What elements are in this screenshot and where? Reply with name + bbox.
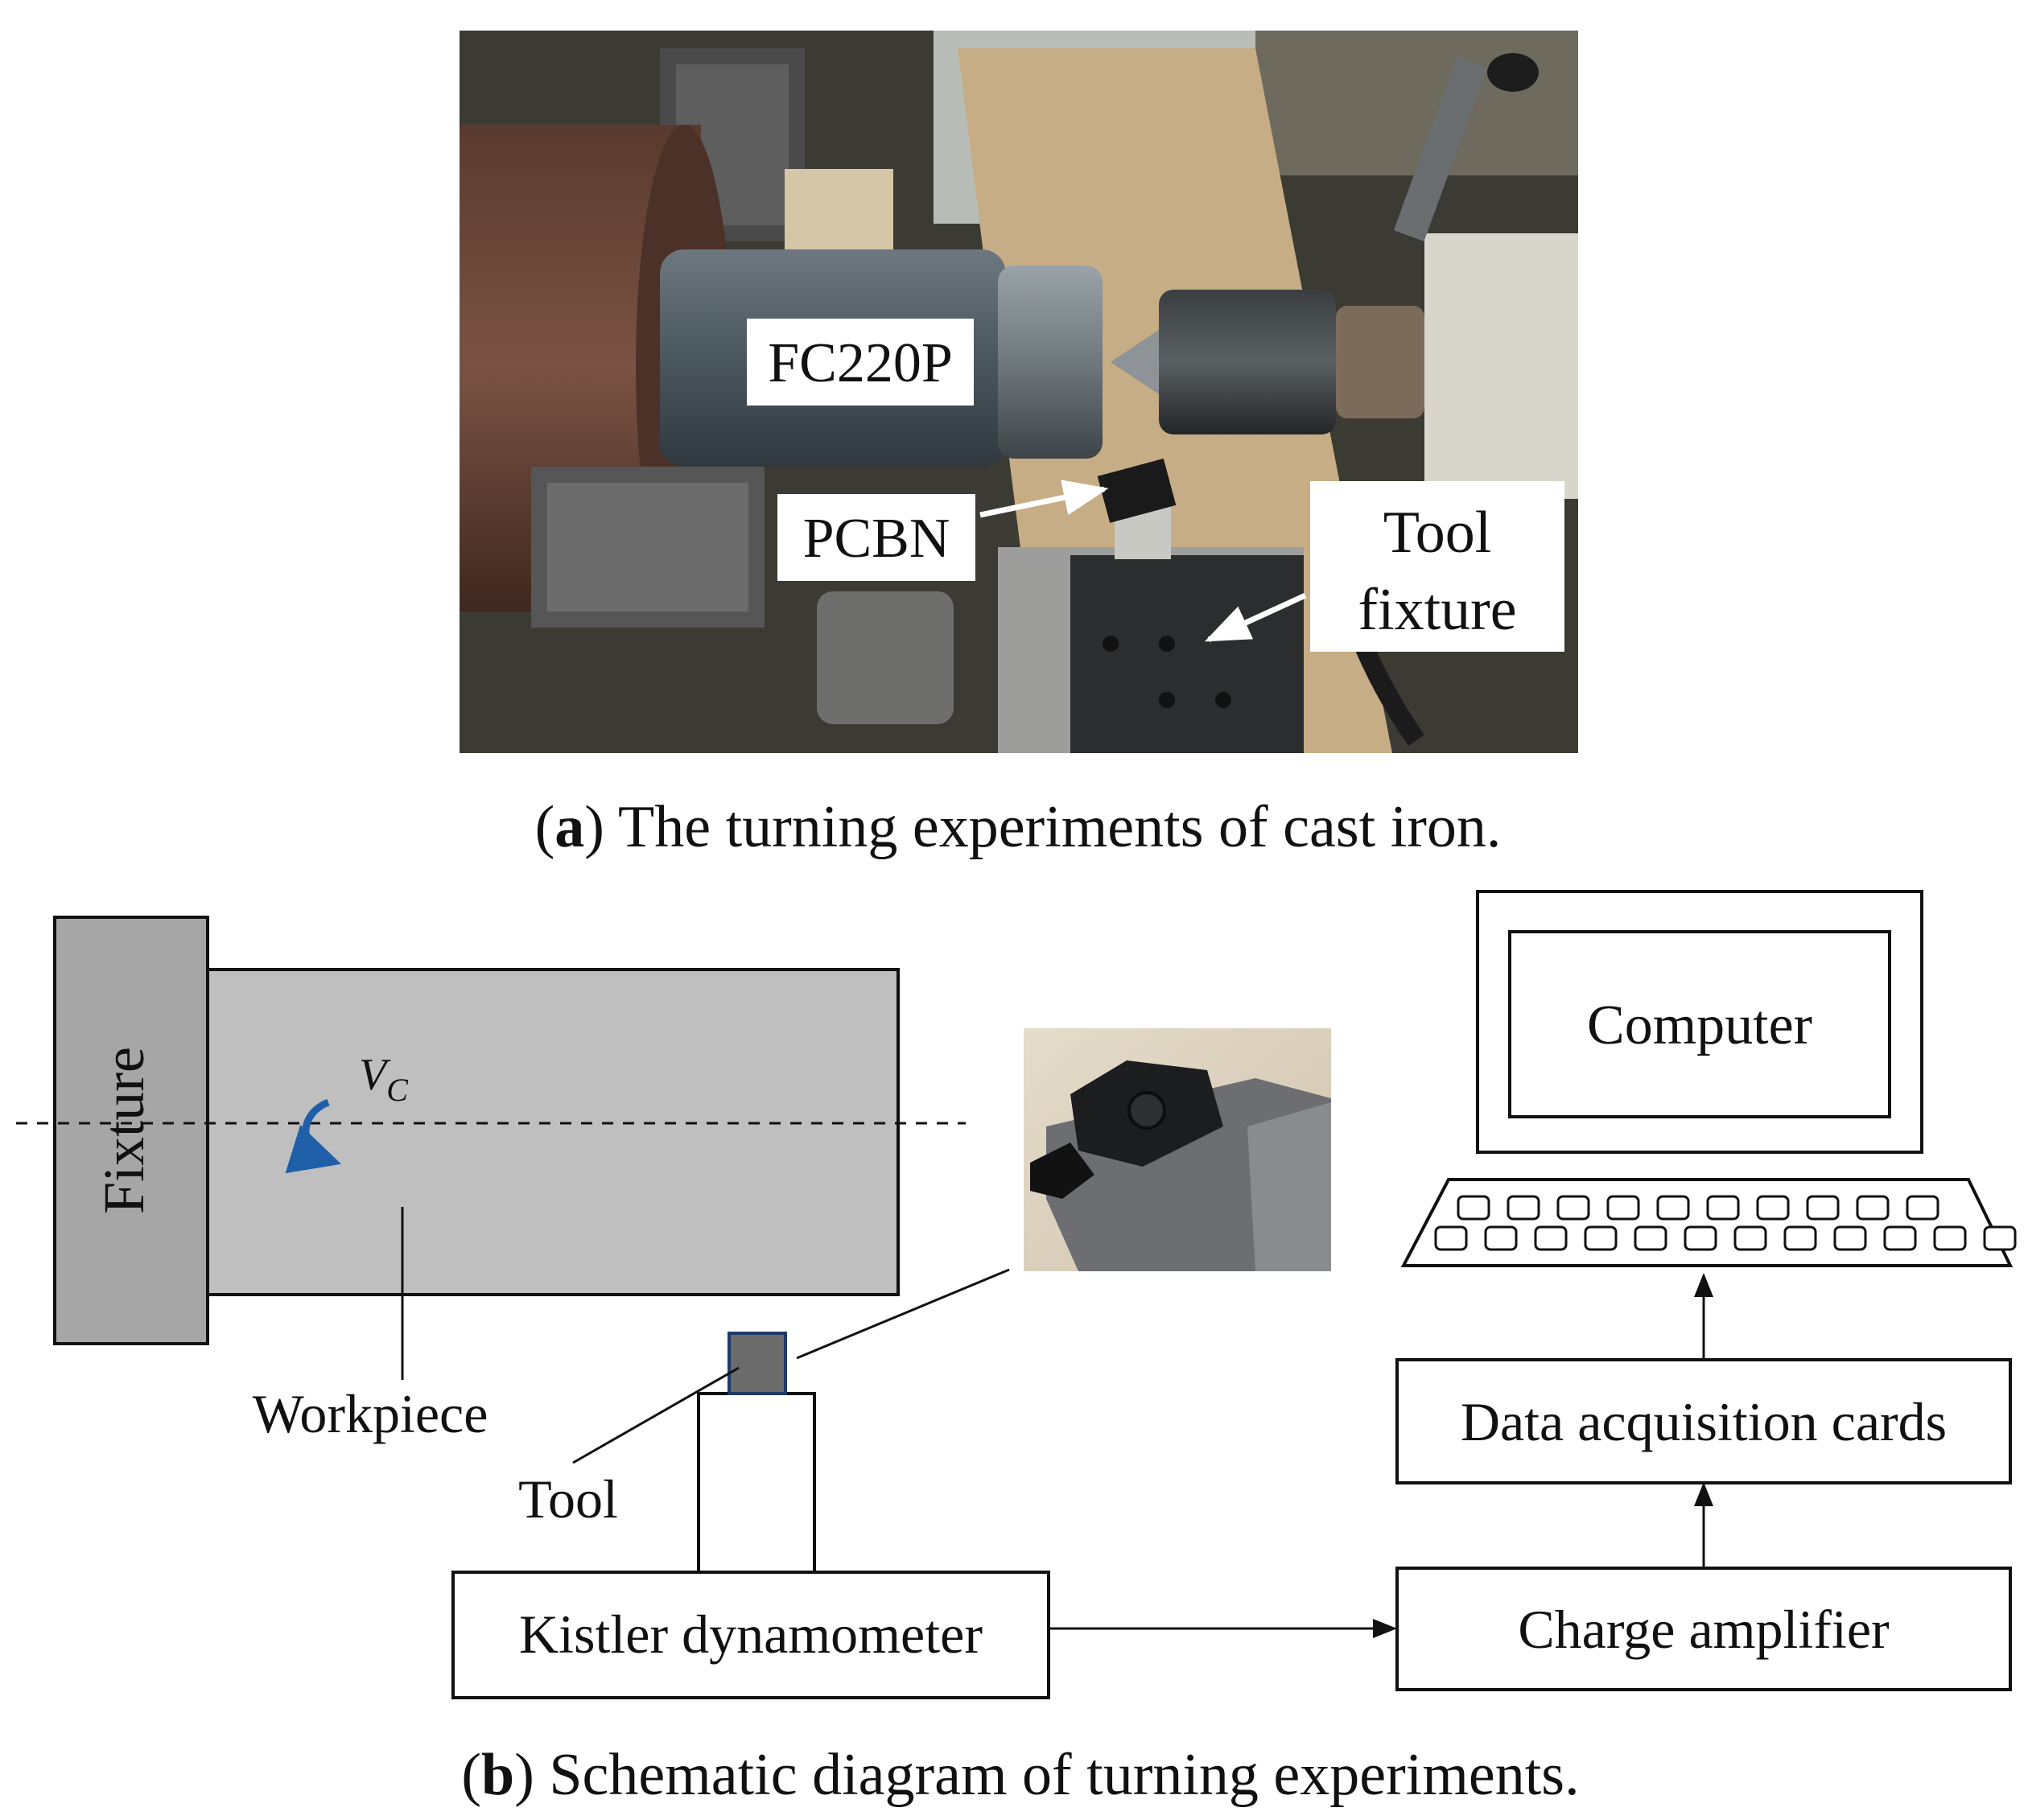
- tailstock-quill: [1159, 290, 1336, 434]
- tool-holder: [697, 1392, 816, 1574]
- tool-label: Tool: [518, 1468, 618, 1530]
- workpiece-collar: [998, 266, 1103, 459]
- workpiece-label: Workpiece: [253, 1383, 488, 1444]
- keyboard-key: [1756, 1195, 1790, 1221]
- caption-a: (a) The turning experiments of cast iron…: [535, 794, 1502, 860]
- keyboard-key: [1906, 1195, 1939, 1221]
- dynamometer-label: Kistler dynamometer: [519, 1604, 983, 1665]
- keyboard-key: [1434, 1225, 1468, 1251]
- pcbn-insert: [1097, 458, 1177, 523]
- tailstock-lever: [1393, 56, 1488, 241]
- clamp-screw: [1127, 1091, 1166, 1130]
- lower-block: [817, 591, 954, 724]
- computer-label: Computer: [1587, 994, 1812, 1056]
- keyboard-key: [1556, 1195, 1590, 1221]
- keyboard-key: [1856, 1195, 1890, 1221]
- keyboard-keys: [1434, 1195, 2017, 1251]
- machine-cover-panel-right: [1255, 31, 1578, 175]
- tool-insert: [728, 1332, 787, 1395]
- keyboard-key: [1733, 1225, 1767, 1251]
- keyboard-key: [1684, 1225, 1717, 1251]
- dynamometer-box: [451, 1571, 1050, 1699]
- fixture-bolt: [1159, 692, 1175, 708]
- label-workpiece: FC220P: [768, 332, 953, 394]
- keyboard-key: [1783, 1225, 1817, 1251]
- tool-insert-photo: [1030, 1143, 1094, 1199]
- tool-photo: [1024, 1028, 1331, 1271]
- arrow-tool: [979, 480, 1109, 518]
- keyboard-key: [1706, 1195, 1740, 1221]
- label-tool-fixture-line2: fixture: [1358, 577, 1516, 643]
- keyboard-key: [1584, 1225, 1618, 1251]
- panel-a-labels: FC220P PCBN Tool fixture: [747, 319, 1564, 652]
- keyboard-key: [1634, 1225, 1667, 1251]
- keyboard-key: [1484, 1225, 1518, 1251]
- workpiece-block: [206, 968, 900, 1296]
- arrow-tool-fixture: [1204, 592, 1307, 643]
- fixture-bolt: [1103, 636, 1119, 652]
- tool-shank-side: [1247, 1102, 1331, 1271]
- keyboard-key: [1606, 1195, 1640, 1221]
- label-box-workpiece: [747, 319, 974, 406]
- tool-leader-line: [572, 1366, 740, 1464]
- keyboard-key: [1656, 1195, 1690, 1221]
- tool-fixture-block: [1070, 555, 1304, 753]
- keyboard-key: [1507, 1195, 1540, 1221]
- fixture-block: [53, 916, 209, 1345]
- caption-b: (b) Schematic diagram of turning experim…: [461, 1742, 1579, 1808]
- keyboard-key: [1457, 1195, 1490, 1221]
- fixture-label: Fixture: [92, 1047, 156, 1214]
- tailstock-body: [1424, 233, 1578, 499]
- rotation-arrow-icon: [285, 1098, 342, 1174]
- daq-label: Data acquisition cards: [1461, 1391, 1947, 1452]
- label-tool: PCBN: [803, 508, 950, 570]
- velocity-label: VC: [359, 1050, 409, 1108]
- panel-b-schematic: Fixture VC Workpiece Tool Kistler dynamo…: [16, 890, 2017, 1699]
- tool-photo-leader: [796, 1268, 1010, 1360]
- keyboard-key: [1983, 1225, 2017, 1251]
- label-tool-fixture-line1: Tool: [1383, 500, 1492, 566]
- computer-screen: [1508, 930, 1891, 1118]
- charge-amplifier-label: Charge amplifier: [1518, 1599, 1890, 1660]
- keyboard-key: [1806, 1195, 1840, 1221]
- tailstock-lever-knob: [1487, 53, 1539, 92]
- charge-amplifier-box: [1395, 1567, 2012, 1691]
- block-top: [785, 169, 893, 249]
- fixture-bolt: [1159, 636, 1175, 652]
- keyboard-key: [1883, 1225, 1917, 1251]
- keyboard-key: [1534, 1225, 1568, 1251]
- computer-keyboard: [1400, 1178, 2014, 1267]
- keyboard-key: [1833, 1225, 1867, 1251]
- keyboard-key: [1933, 1225, 1967, 1251]
- fixture-bolt: [1215, 692, 1231, 708]
- tailstock-ring: [1336, 306, 1424, 418]
- live-center-tip: [1111, 330, 1159, 394]
- label-box-tool-fixture: [1310, 481, 1564, 652]
- chuck-jaw-bottom-face: [547, 483, 748, 611]
- label-box-tool: [777, 494, 975, 581]
